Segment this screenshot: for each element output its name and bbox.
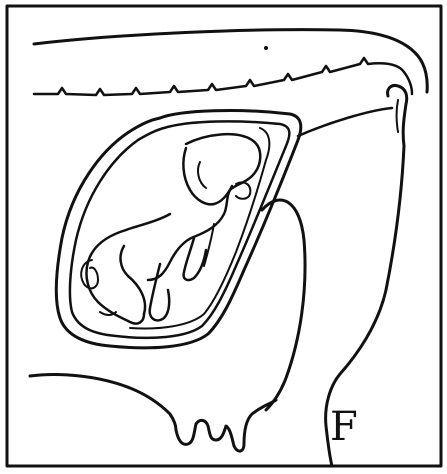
uterus-outer-wall	[56, 111, 300, 348]
fetus-ear	[81, 260, 98, 288]
rectum-inner	[397, 100, 399, 132]
fetus-head	[121, 246, 146, 314]
ligament-line	[298, 108, 392, 136]
fetus-extended-foreleg	[150, 264, 170, 320]
back-outline	[34, 30, 427, 92]
abdomen-curve	[262, 200, 305, 410]
panel-label: F	[330, 404, 358, 450]
figure-frame	[7, 6, 441, 466]
speck-mark	[264, 46, 268, 50]
fetus-fore-leg	[184, 238, 206, 280]
fetus-neck	[86, 214, 170, 324]
fetus-hock	[198, 162, 206, 188]
spine-line	[34, 58, 412, 95]
fetus-hind-leg	[183, 148, 232, 204]
belly-outline	[30, 375, 276, 452]
